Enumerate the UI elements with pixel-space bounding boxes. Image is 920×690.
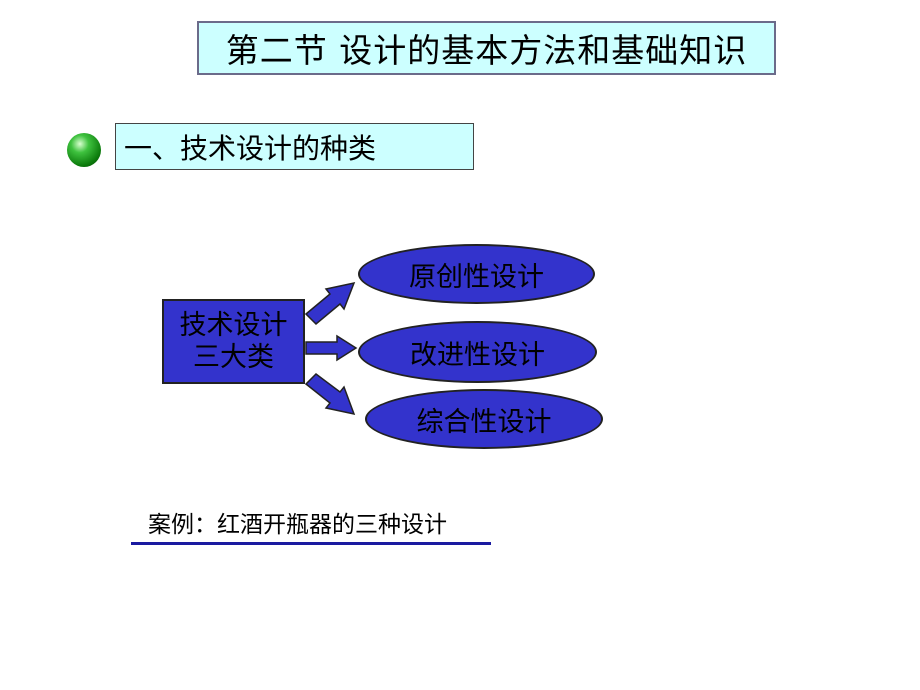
root-node-line-2: 三大类 [193,341,274,373]
arrow-to-improved-icon [305,334,358,362]
slide-title: 第二节 设计的基本方法和基础知识 [197,21,776,75]
case-note: 案例：红酒开瓶器的三种设计 [148,512,447,538]
arrow-to-integrated-icon [304,373,356,416]
arrow-to-original-icon [304,281,356,326]
branch-improved-design: 改进性设计 [358,321,597,383]
green-bullet-icon [67,133,101,167]
branch-original-design: 原创性设计 [358,244,595,304]
case-note-underline [131,542,491,545]
section-heading: 一、技术设计的种类 [115,123,474,170]
branch-integrated-design: 综合性设计 [365,389,603,449]
diagram-root-node: 技术设计 三大类 [162,299,305,384]
root-node-line-1: 技术设计 [179,309,288,341]
